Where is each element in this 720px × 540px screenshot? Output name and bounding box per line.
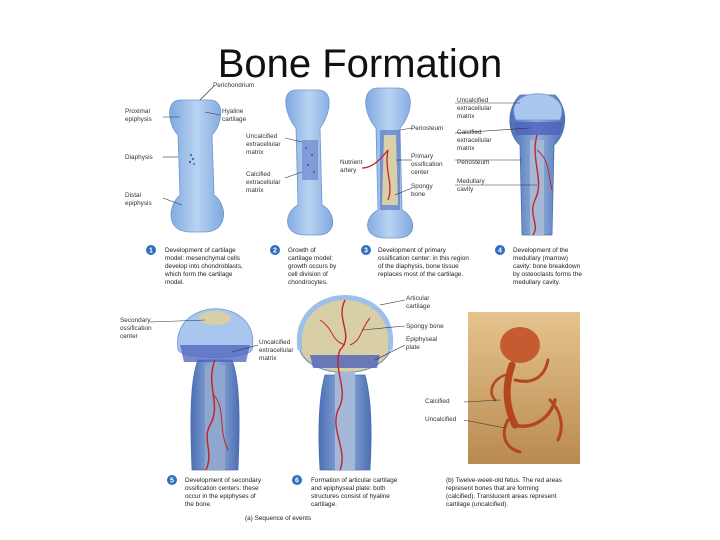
chondrocyte-cluster <box>188 153 195 165</box>
label-spongy-bone-6: Spongy bone <box>406 323 444 330</box>
nutrient-artery-vessel <box>361 149 391 201</box>
bone-stage-4 <box>509 93 566 236</box>
medullary-cavity-fill <box>530 140 544 235</box>
caption-a: (a) Sequence of events <box>245 515 311 522</box>
svg-text:2: 2 <box>273 248 277 255</box>
caption-b: (b) Twelve-week-old fetus. The red areas… <box>446 477 562 508</box>
slide-title: Bone Formation <box>217 42 503 86</box>
label-diaphysis: Diaphysis <box>125 154 153 161</box>
svg-text:3: 3 <box>364 248 368 255</box>
label-periosteum-3: Periosteum <box>411 125 443 132</box>
bone-stage-6 <box>296 295 394 471</box>
bone-stage-2 <box>285 89 334 236</box>
label-perichondrium: Perichondrium <box>213 82 254 89</box>
svg-text:4: 4 <box>498 248 502 255</box>
label-calcified: Calcified <box>425 398 450 405</box>
fetus-skeleton <box>490 327 563 454</box>
label-periosteum-4: Periosteum <box>457 159 489 166</box>
bone-stage-3 <box>361 87 414 239</box>
label-uncalcified: Uncalcified <box>425 416 457 423</box>
leader-lines <box>149 85 537 429</box>
svg-text:5: 5 <box>170 478 174 485</box>
svg-text:6: 6 <box>295 478 299 485</box>
svg-text:1: 1 <box>149 248 153 255</box>
fetus-photo <box>468 312 580 464</box>
bone-stage-1 <box>169 99 224 233</box>
epiphyseal-plate-band <box>310 355 380 368</box>
secondary-center <box>199 311 231 325</box>
bone-stage-5 <box>177 308 254 471</box>
calcified-band <box>302 140 318 180</box>
